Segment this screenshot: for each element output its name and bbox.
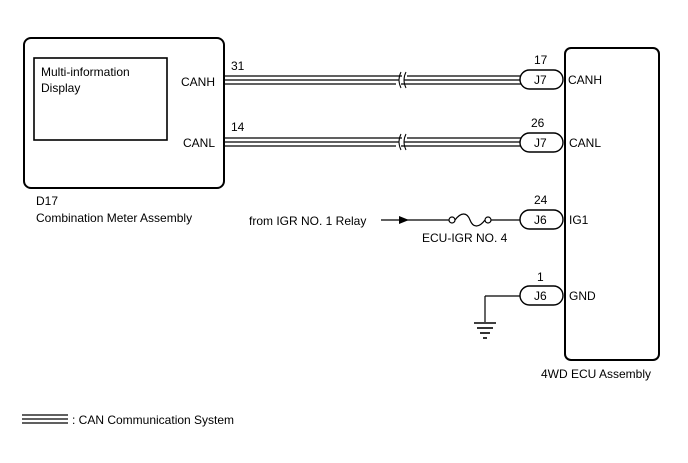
fuse-terminal-right: [484, 216, 492, 224]
power-source-label: from IGR NO. 1 Relay: [249, 214, 366, 228]
ecu-pin-number: 26: [531, 116, 545, 130]
canl-wire: [224, 133, 522, 151]
ecu-box: [564, 47, 660, 361]
ecu-signal-label: CANL: [569, 136, 601, 150]
ecu-connector-label: J6: [534, 213, 547, 227]
fuse-icon: [454, 213, 486, 227]
meter-connector-id: D17: [36, 194, 58, 208]
ground-icon: [474, 322, 496, 339]
meter-pin-canl: 14: [231, 120, 245, 134]
fuse-terminal-left: [448, 216, 456, 224]
canh-wire: [224, 71, 522, 89]
ecu-signal-label: GND: [569, 289, 596, 303]
ecu-connector-tag: [519, 132, 564, 153]
meter-canh-label: CANH: [181, 75, 215, 89]
ecu-pin-number: 24: [534, 193, 548, 207]
ecu-connector-tag: [519, 69, 564, 90]
ecu-connector-label: J7: [534, 73, 547, 87]
ecu-name: 4WD ECU Assembly: [541, 367, 651, 381]
ecu-signal-label: IG1: [569, 213, 589, 227]
ecu-connector-label: J7: [534, 136, 547, 150]
legend-text: : CAN Communication System: [72, 413, 234, 427]
ecu-connector-tag: [519, 209, 564, 230]
legend-can-symbol: [22, 414, 68, 424]
ecu-connector-label: J6: [534, 289, 547, 303]
meter-name: Combination Meter Assembly: [36, 211, 192, 225]
multi-info-display-box: [33, 57, 168, 141]
ecu-pin-number: 1: [537, 270, 544, 284]
ecu-signal-label: CANH: [568, 73, 602, 87]
meter-box: [23, 37, 225, 189]
display-label-line1: Multi-information: [41, 65, 130, 79]
meter-pin-canh: 31: [231, 59, 245, 73]
ecu-pin-number: 17: [534, 53, 548, 67]
fuse-label: ECU-IGR NO. 4: [422, 231, 508, 245]
arrow-right-icon: [399, 216, 409, 224]
meter-canl-label: CANL: [183, 136, 215, 150]
display-label-line2: Display: [41, 81, 80, 95]
ecu-connector-tag: [519, 285, 564, 306]
